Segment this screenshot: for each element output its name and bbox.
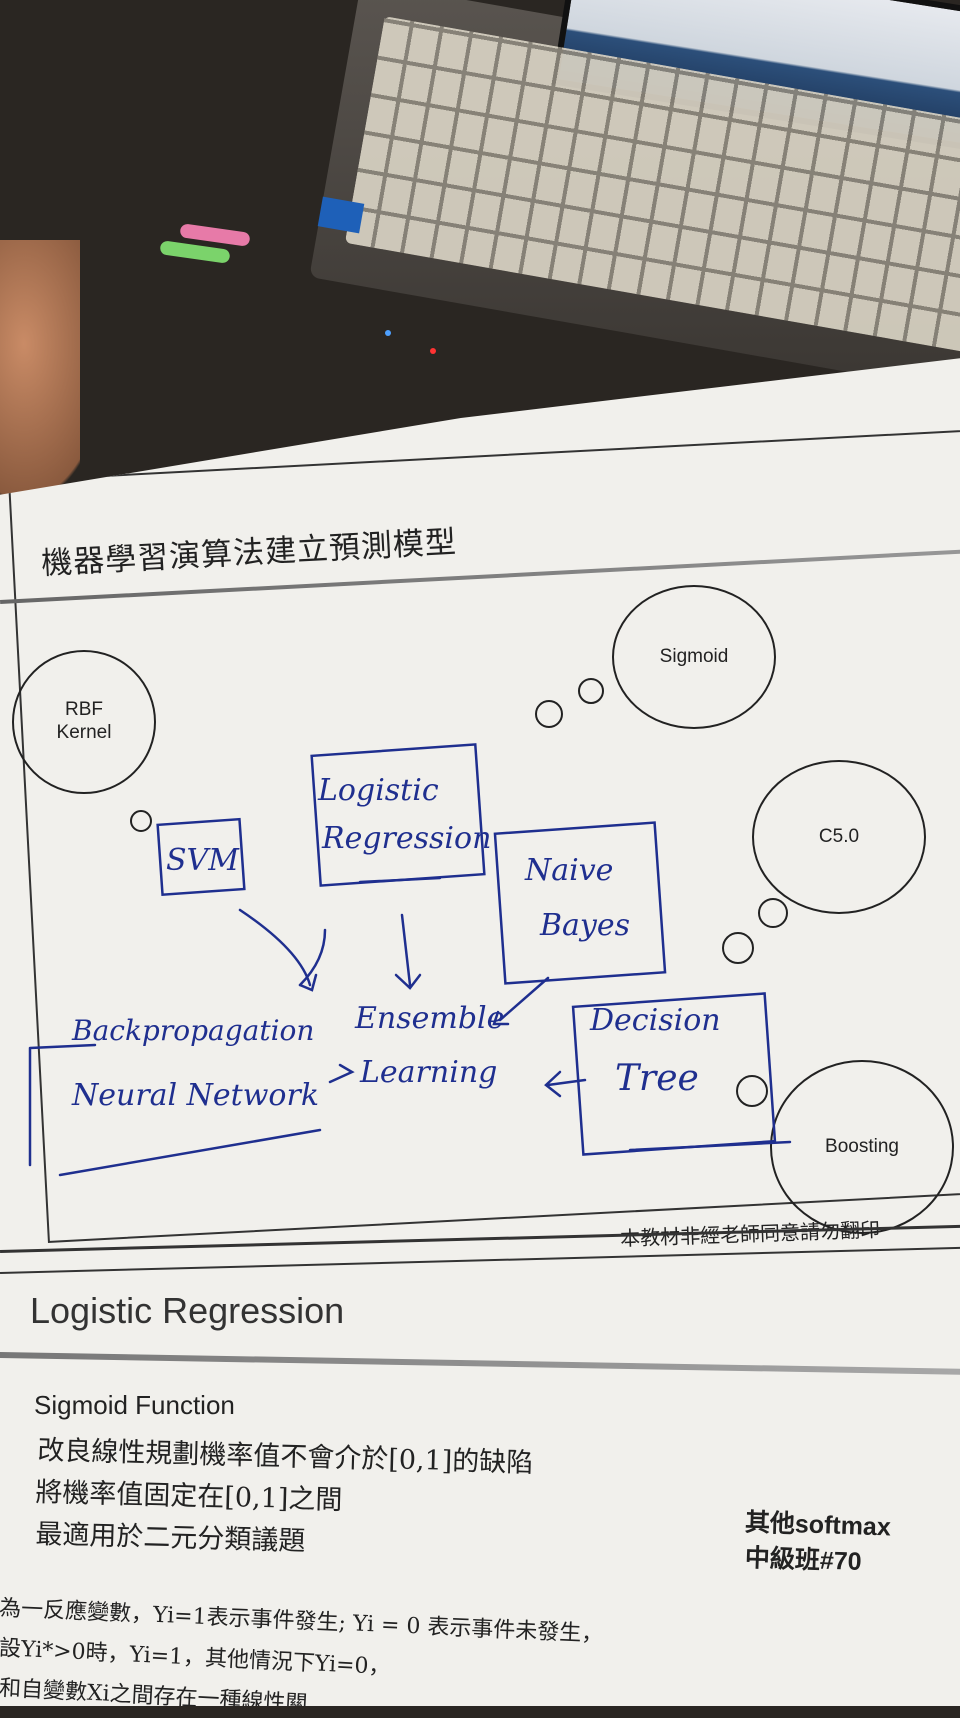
bubble-rbf-kernel: RBF Kernel xyxy=(12,650,156,794)
bubble-c50: C5.0 xyxy=(752,760,926,914)
hw-neural-network: Neural Network xyxy=(71,1078,319,1113)
bubble-boosting: Boosting xyxy=(770,1060,954,1234)
hw-naive: Naive xyxy=(524,853,613,888)
hw-ensemble: Ensemble xyxy=(354,1001,504,1036)
thought-dot xyxy=(722,932,754,964)
hw-backpropagation: Backpropagation xyxy=(71,1014,314,1047)
hw-bayes: Bayes xyxy=(539,908,630,943)
thought-dot xyxy=(535,700,563,728)
thought-dot xyxy=(130,810,152,832)
status-led-red xyxy=(430,348,436,354)
hw-tree: Tree xyxy=(615,1058,699,1099)
thought-dot xyxy=(758,898,788,928)
hw-logistic-2: Regression xyxy=(321,821,491,856)
thought-dot xyxy=(736,1075,768,1107)
bubble-sigmoid: Sigmoid xyxy=(612,585,776,729)
bullet-3: 最適用於二元分類議題 xyxy=(35,1518,306,1558)
slide2-title: Logistic Regression xyxy=(30,1290,345,1331)
audio-cable-green xyxy=(159,240,231,264)
side-note-1: 其他softmax xyxy=(744,1508,892,1542)
hw-logistic-1: Logistic xyxy=(317,773,439,808)
hw-decision: Decision xyxy=(589,1003,721,1038)
side-note-2: 中級班#70 xyxy=(744,1543,863,1577)
hand xyxy=(0,240,80,500)
slide2-subtitle: Sigmoid Function xyxy=(34,1390,235,1420)
hw-learning: Learning xyxy=(359,1055,497,1090)
thought-dot xyxy=(578,678,604,704)
bullet-2: 將機率值固定在[0,1]之間 xyxy=(35,1476,343,1517)
hw-svm: SVM xyxy=(166,843,240,878)
status-led-blue xyxy=(385,330,391,336)
